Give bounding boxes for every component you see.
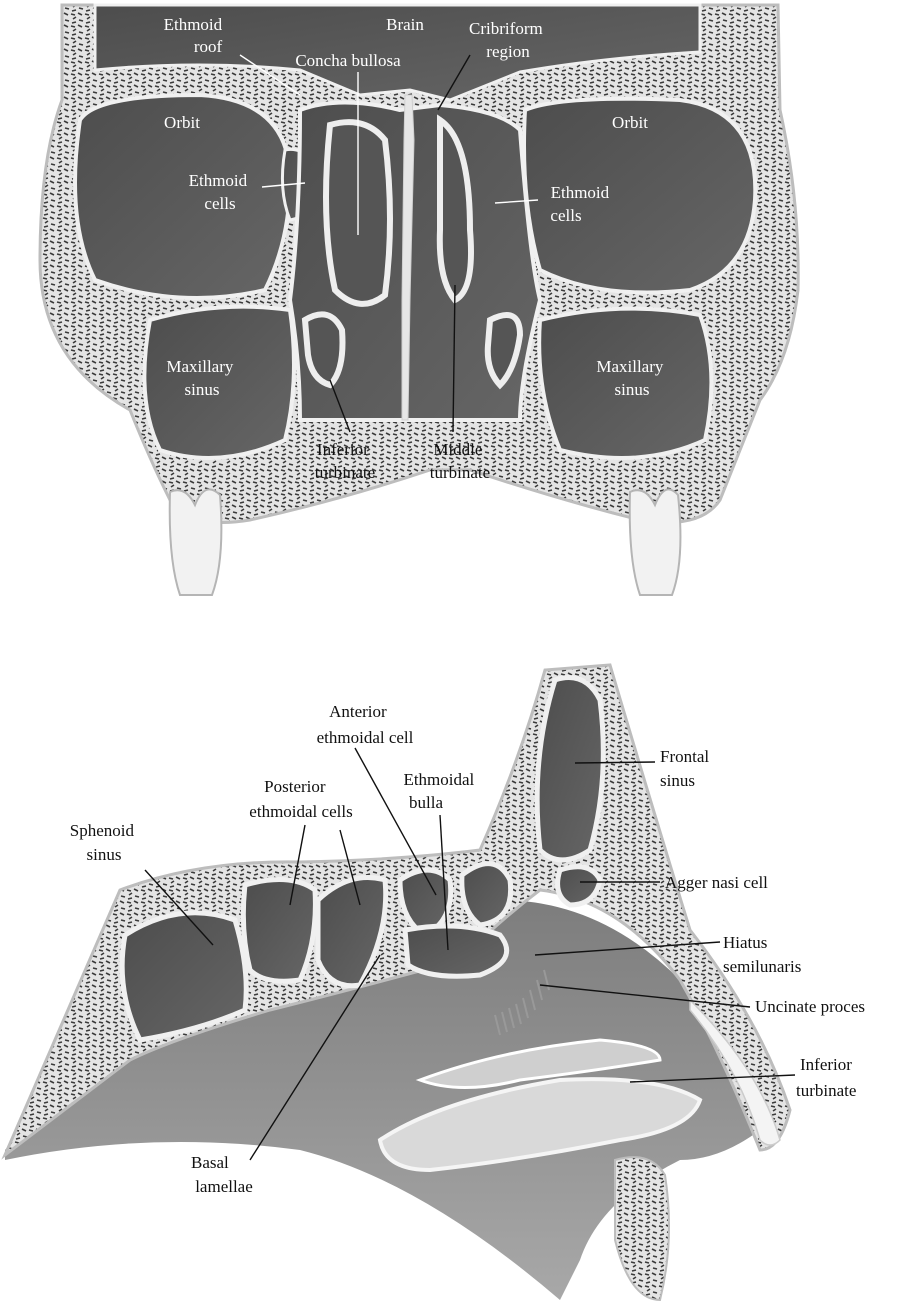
label-posterior-ethmoidal-cells: Posterior ethmoidal cells: [249, 777, 352, 821]
label-brain: Brain: [386, 15, 424, 34]
label-agger-nasi-cell: Agger nasi cell: [665, 873, 768, 892]
sagittal-nasal-ala: [615, 1157, 669, 1300]
label-concha-bullosa: Concha bullosa: [295, 51, 401, 70]
label-frontal-sinus: Frontal sinus: [660, 747, 713, 790]
label-uncinate-process: Uncinate proces: [755, 997, 865, 1016]
sagittal-section: Anterior ethmoidal cell Posterior ethmoi…: [5, 665, 865, 1300]
label-sphenoid-sinus: Sphenoid sinus: [70, 821, 138, 864]
label-orbit-right: Orbit: [612, 113, 648, 132]
coronal-tooth-left: [170, 489, 222, 595]
sagittal-frontal-sinus: [537, 678, 603, 861]
label-ethmoidal-bulla: Ethmoidal bulla: [403, 770, 478, 812]
sagittal-upper-bulla-cell: [462, 864, 511, 925]
sagittal-posterior-cell-1: [243, 880, 315, 982]
label-anterior-ethmoidal-cell: Anterior ethmoidal cell: [317, 702, 414, 747]
label-hiatus-semilunaris: Hiatus semilunaris: [723, 933, 801, 976]
label-orbit-left: Orbit: [164, 113, 200, 132]
coronal-tooth-right: [630, 489, 681, 595]
sagittal-ethmoidal-bulla: [405, 926, 507, 976]
label-basal-lamellae: Basal lamellae: [191, 1153, 253, 1196]
label-inferior-turbinate-sagittal: Inferior turbinate: [796, 1055, 856, 1100]
leader-frontal-sinus: [575, 762, 655, 763]
coronal-section: Ethmoid roof Brain Cribriform region Con…: [40, 5, 798, 595]
